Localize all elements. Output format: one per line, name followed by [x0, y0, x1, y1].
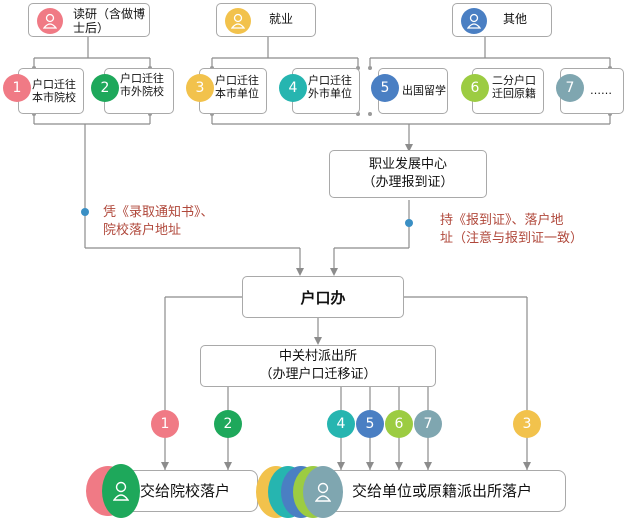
person-icon: [315, 482, 331, 502]
person-icon: [461, 8, 487, 34]
option-label: 户口迁往本市院校: [32, 78, 76, 104]
category-label: 其他: [503, 12, 528, 26]
note-report-card: 持《报到证》、落户地 址（注意与报到证一致）: [440, 213, 584, 246]
person-icon: [37, 8, 63, 34]
route-marker: 3: [513, 410, 541, 438]
career-center-title: 职业发展中心: [368, 157, 447, 172]
option-label: 二分户口迁回原籍: [492, 74, 536, 100]
category-graduate-study: 读研（含做博士后）: [28, 3, 150, 37]
route-marker: 7: [414, 410, 442, 438]
avatar-green: [102, 464, 140, 518]
option-number-badge: 3: [186, 74, 214, 102]
option-number-badge: 1: [3, 74, 31, 102]
route-marker: 2: [214, 410, 242, 438]
person-icon: [113, 481, 129, 501]
option-number-badge: 6: [461, 74, 489, 102]
option-number-badge: 5: [371, 74, 399, 102]
person-icon: [225, 8, 251, 34]
option-label: 户口迁往市外院校: [120, 72, 164, 98]
option-label: ……: [590, 84, 612, 97]
outcome-employer: [300, 470, 566, 512]
option-label: 出国留学: [402, 84, 446, 97]
police-station-title: 中关村派出所: [278, 349, 357, 364]
category-other: 其他: [452, 3, 552, 37]
note-bullet: [405, 219, 413, 227]
category-label: 读研（含做博士后）: [73, 7, 146, 35]
career-center-subtitle: （办理报到证）: [362, 175, 454, 190]
option-number-badge: 4: [279, 74, 307, 102]
option-label: 户口迁往外市单位: [308, 74, 352, 100]
outcome-employer-label: 交给单位或原籍派出所落户: [352, 482, 533, 500]
police-station-subtitle: （办理户口迁移证）: [259, 367, 377, 382]
hukou-office-label: 户口办: [300, 288, 346, 307]
police-station: 中关村派出所 （办理户口迁移证）: [200, 345, 436, 387]
route-marker: 4: [327, 410, 355, 438]
option-number-badge: 7: [556, 74, 584, 102]
note-admission: 凭《录取通知书》、 院校落户地址: [103, 205, 214, 238]
hukou-office: 户口办: [242, 276, 404, 318]
option-number-badge: 2: [91, 74, 119, 102]
route-marker: 6: [385, 410, 413, 438]
category-employment: 就业: [216, 3, 316, 37]
route-marker: 1: [151, 410, 179, 438]
note-bullet: [81, 208, 89, 216]
option-label: 户口迁往本市单位: [215, 74, 259, 100]
category-label: 就业: [269, 12, 294, 26]
route-marker: 5: [356, 410, 384, 438]
outcome-school-label: 交给院校落户: [140, 482, 231, 500]
career-development-center: 职业发展中心 （办理报到证）: [329, 150, 487, 198]
avatar-slate: [303, 466, 343, 518]
